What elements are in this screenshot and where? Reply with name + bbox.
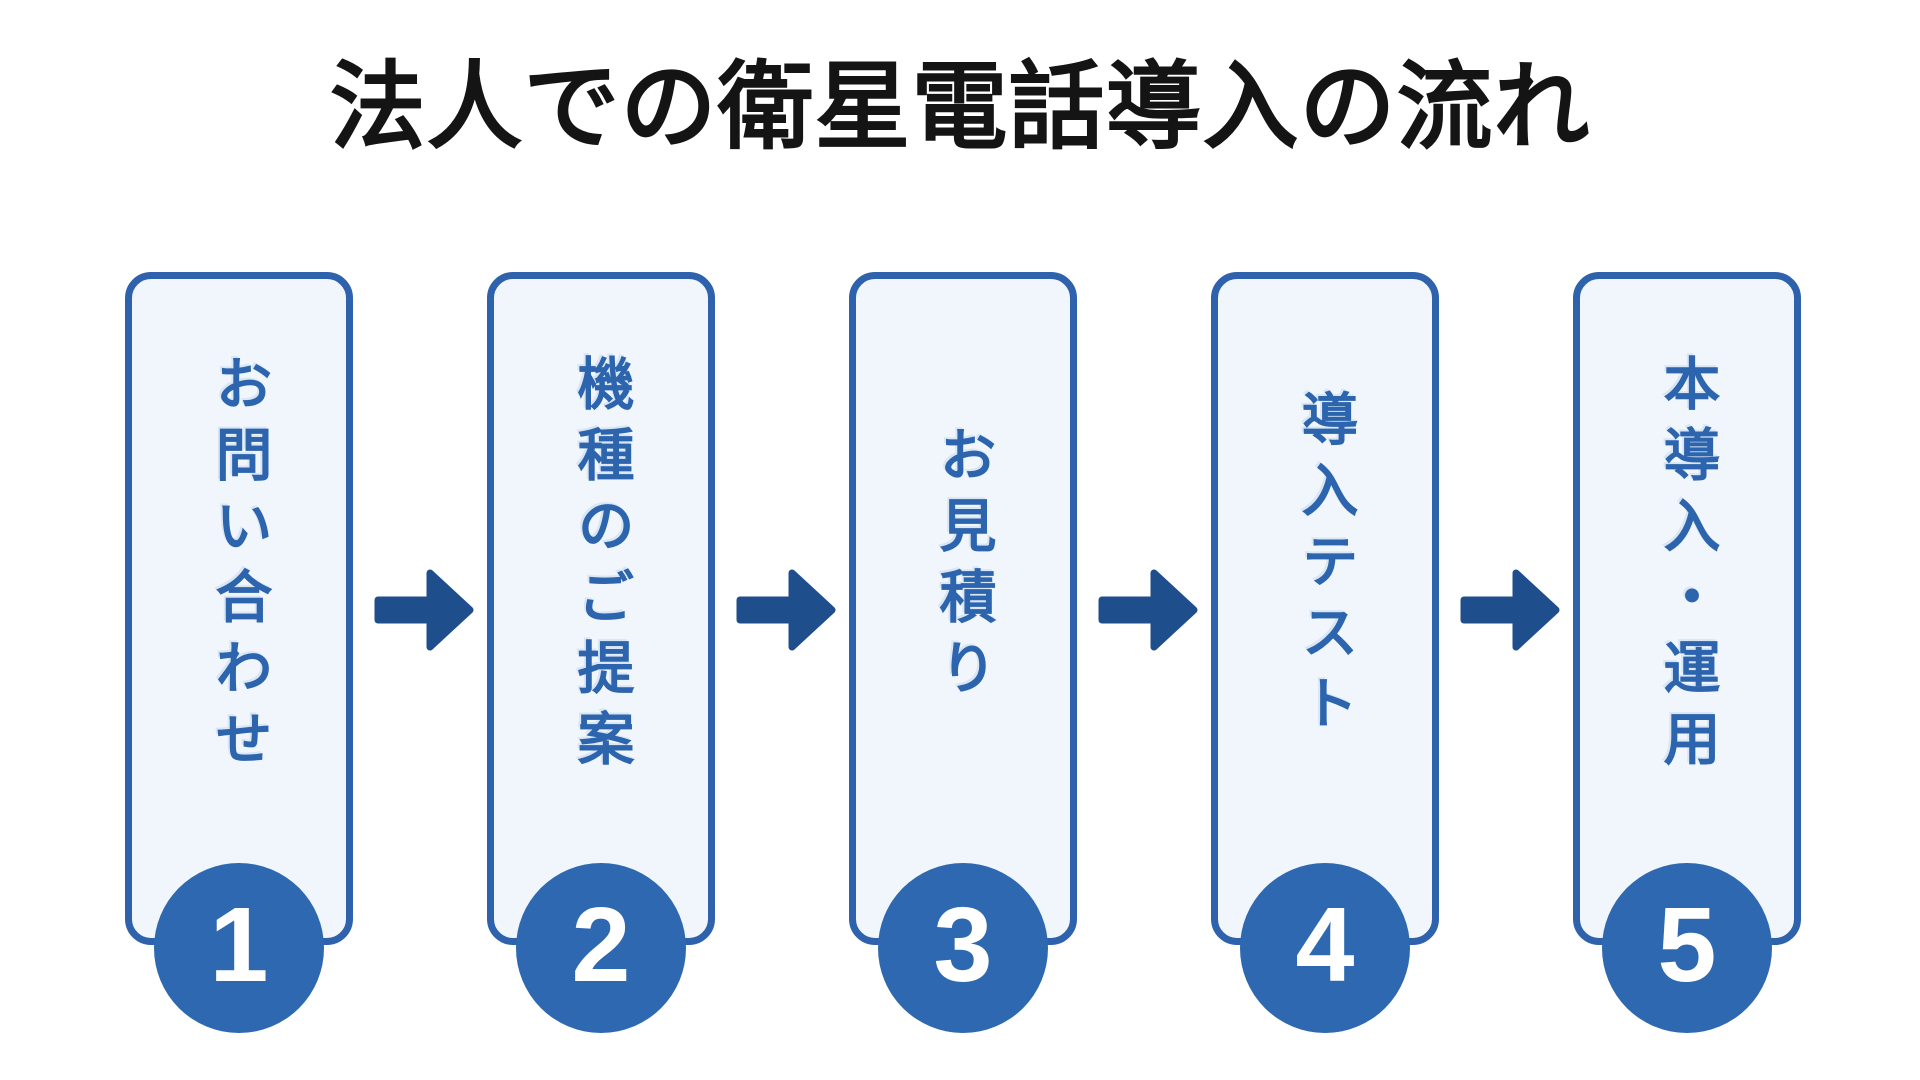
step-number-badge-3: 3 [878,863,1048,1033]
step-label: 機種のご提案 [569,354,633,780]
step-number: 2 [571,886,631,1004]
step-number-badge-2: 2 [516,863,686,1033]
right-arrow-icon [1098,565,1198,655]
step-box-4: 導入テスト [1211,272,1439,945]
step-box-1: お問い合わせ [125,272,353,945]
right-arrow-icon [736,565,836,655]
step-number: 4 [1295,886,1355,1004]
step-number: 3 [933,886,993,1004]
step-label: 本導入・運用 [1655,354,1719,780]
step-number-badge-5: 5 [1602,863,1772,1033]
step-label: お問い合わせ [207,354,271,780]
step-label: お見積り [931,425,995,709]
right-arrow-icon [1460,565,1560,655]
page-title: 法人での衛星電話導入の流れ [329,54,1591,161]
step-number-badge-1: 1 [154,863,324,1033]
step-box-2: 機種のご提案 [487,272,715,945]
step-number-badge-4: 4 [1240,863,1410,1033]
step-number: 1 [209,886,269,1004]
right-arrow-icon [374,565,474,655]
step-box-3: お見積り [849,272,1077,945]
step-label: 導入テスト [1293,389,1357,745]
step-box-5: 本導入・運用 [1573,272,1801,945]
step-number: 5 [1657,886,1717,1004]
